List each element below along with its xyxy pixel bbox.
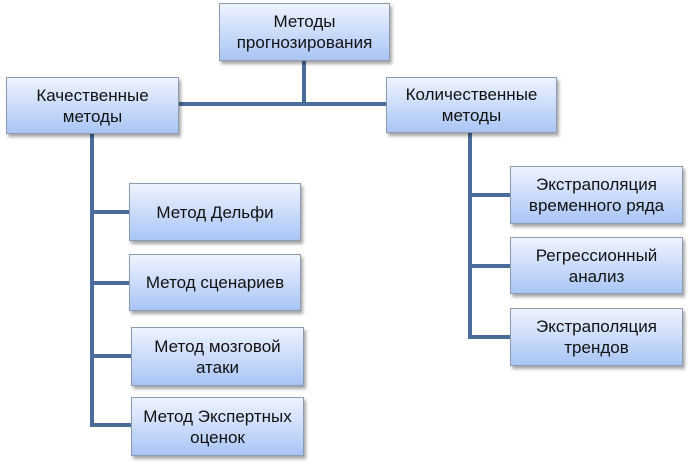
- item-label: Метод мозговой атаки: [154, 336, 281, 377]
- qualitative-item: Метод мозговой атаки: [131, 327, 304, 386]
- connector: [468, 133, 472, 339]
- item-label: Метод Экспертных оценок: [143, 406, 292, 447]
- connector: [468, 335, 511, 339]
- item-label: Экстраполяция трендов: [536, 317, 657, 357]
- qualitative-label: Качественные методы: [36, 85, 149, 126]
- connector: [179, 102, 386, 106]
- quantitative-node: Количественные методы: [386, 77, 557, 133]
- quantitative-item: Экстраполяция трендов: [510, 308, 683, 366]
- quantitative-item: Экстраполяция временного ряда: [510, 166, 683, 224]
- qualitative-node: Качественные методы: [6, 77, 179, 134]
- connector: [90, 281, 130, 285]
- connector: [90, 354, 132, 358]
- connector: [468, 193, 511, 197]
- root-label: Методы прогнозирования: [236, 12, 373, 52]
- item-label: Метод сценариев: [145, 273, 285, 292]
- root-node: Методы прогнозирования: [219, 3, 390, 61]
- qualitative-item: Метод Дельфи: [129, 183, 301, 241]
- item-label: Регрессионный анализ: [535, 245, 658, 286]
- item-label: Экстраполяция временного ряда: [528, 175, 665, 215]
- quantitative-label: Количественные методы: [405, 85, 538, 125]
- connector: [468, 264, 511, 268]
- connector: [90, 210, 130, 214]
- qualitative-item: Метод сценариев: [129, 254, 301, 311]
- item-label: Метод Дельфи: [156, 202, 274, 222]
- qualitative-item: Метод Экспертных оценок: [131, 397, 304, 456]
- quantitative-item: Регрессионный анализ: [510, 237, 683, 294]
- connector: [302, 61, 306, 105]
- connector: [90, 423, 132, 427]
- connector: [90, 134, 94, 427]
